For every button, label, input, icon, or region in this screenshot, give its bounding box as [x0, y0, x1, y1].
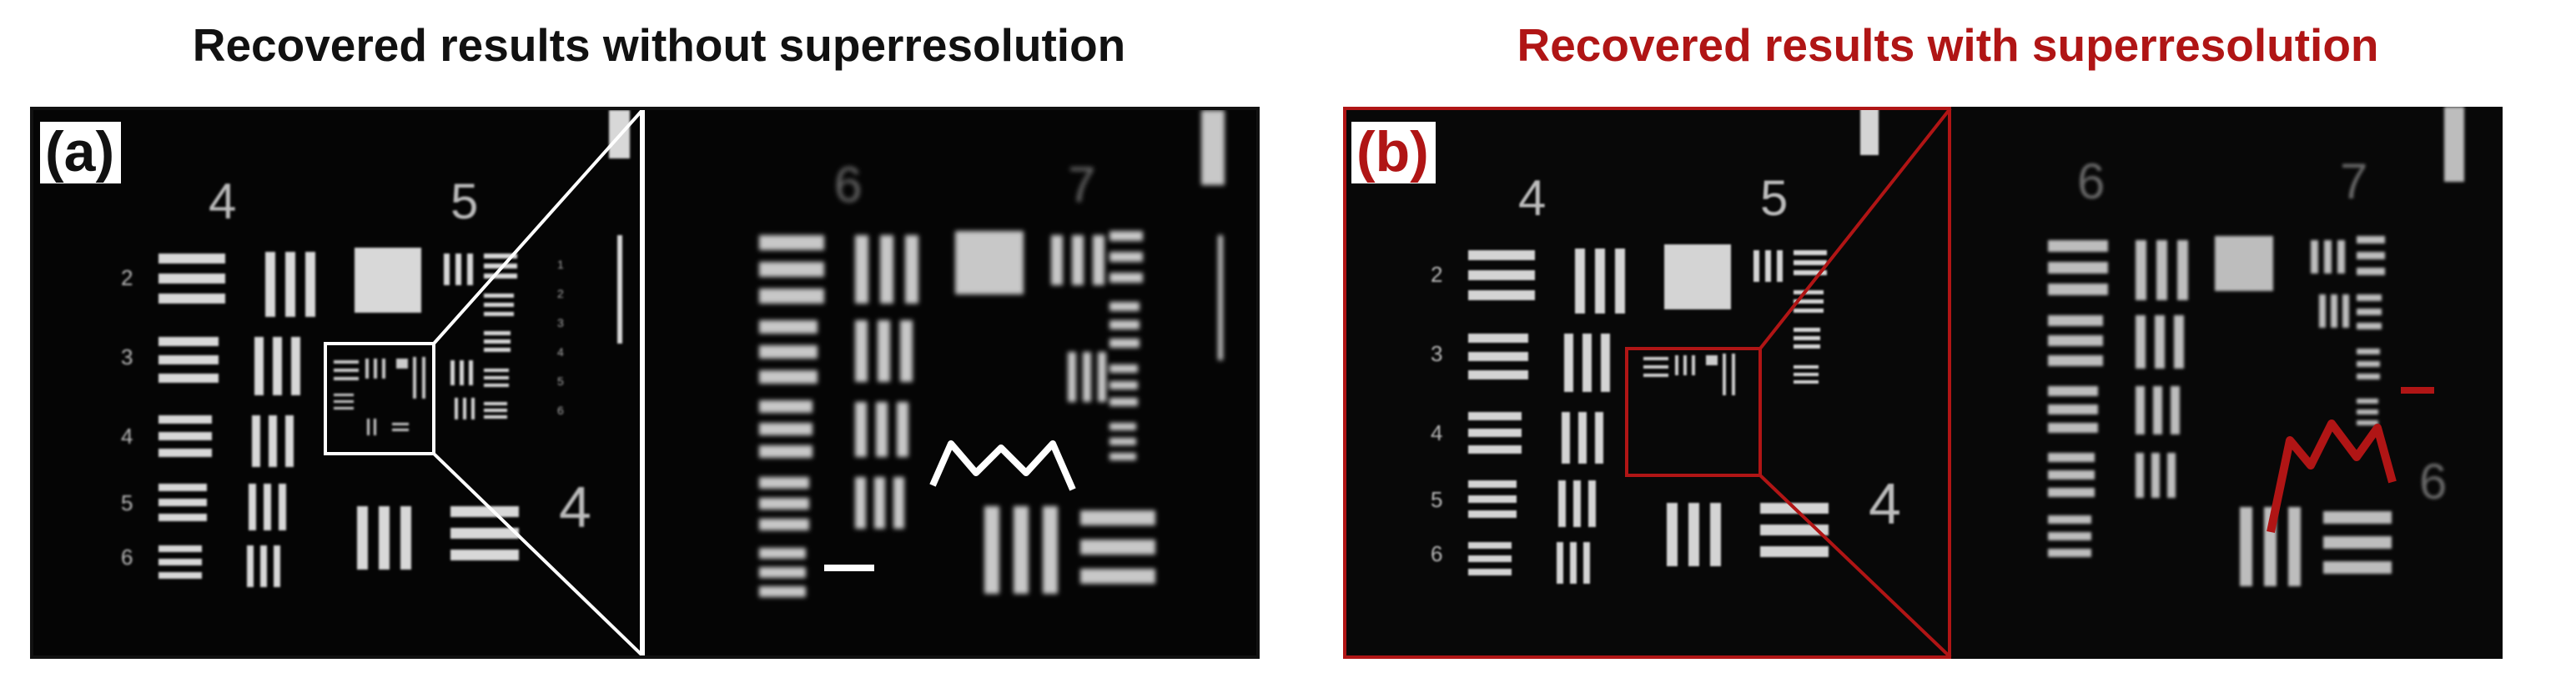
- element-label: 3: [1431, 341, 1442, 366]
- zoom-connector-line: [1758, 474, 1952, 659]
- element-label: 5: [557, 374, 564, 388]
- zoom-group-7-label: 7: [1068, 157, 1095, 213]
- zoom-group-6-lower-label: 6: [2419, 454, 2447, 510]
- intensity-profile-line: [2267, 419, 2397, 534]
- group-4-lower-label: 4: [1869, 471, 1901, 536]
- resolution-marker: [824, 565, 874, 571]
- panel-b-title: Recovered results with superresolution: [1517, 19, 2379, 71]
- element-label: 4: [557, 345, 564, 359]
- zoom-group-7-label: 7: [2340, 153, 2367, 209]
- group-5-label: 5: [1760, 170, 1788, 226]
- group-5-label: 5: [450, 173, 478, 229]
- element-label: 5: [1431, 487, 1442, 512]
- panel-a-label: (a): [40, 122, 122, 183]
- zoom-group-6-label: 6: [834, 157, 862, 213]
- panel-b-svg: 4 5 4 2 3 4 5 6: [1343, 107, 2503, 659]
- element-label: 2: [1431, 262, 1442, 287]
- resolution-marker: [2401, 387, 2434, 394]
- element-label: 5: [121, 490, 133, 515]
- panel-b-target-main: 4 5 4 2 3 4 5 6: [1431, 107, 1901, 584]
- group-4-label: 4: [1518, 170, 1546, 226]
- zoom-connector-line: [432, 452, 644, 655]
- panel-a-target-main: 4 5 4 2 3 4 5 6 1 2 3 4 5 6: [121, 110, 630, 587]
- zoom-connector-line: [432, 110, 644, 345]
- zoom-region-box: [1625, 347, 1762, 477]
- group-4-lower-label: 4: [559, 475, 591, 540]
- panel-b-main-border: [1343, 107, 1951, 659]
- intensity-profile-line: [929, 440, 1076, 491]
- group-4-label: 4: [209, 173, 236, 229]
- panel-a-zoom-view: 6 7: [759, 110, 1225, 597]
- panel-b-label: (b): [1351, 122, 1436, 183]
- zoom-group-6-label: 6: [2077, 153, 2105, 209]
- element-label: 1: [557, 258, 564, 271]
- element-label: 6: [121, 545, 133, 570]
- element-label: 2: [557, 287, 564, 300]
- element-label: 6: [557, 404, 564, 417]
- element-label: 3: [121, 344, 133, 369]
- element-label: 4: [121, 424, 133, 449]
- zoom-connector-line: [1758, 107, 1952, 350]
- zoom-region-box: [324, 342, 435, 455]
- element-label: 6: [1431, 541, 1442, 566]
- panel-a-svg: 4 5 4 2 3 4 5 6 1 2 3 4 5 6: [121, 110, 1225, 655]
- element-label: 4: [1431, 420, 1442, 445]
- element-label: 3: [557, 316, 564, 329]
- element-label: 2: [121, 265, 133, 290]
- panel-b-zoom-view: 6 7 6: [2048, 107, 2464, 586]
- panel-a-figure: 4 5 4 2 3 4 5 6 1 2 3 4 5 6: [30, 107, 1260, 659]
- panel-a-title: Recovered results without superresolutio…: [192, 19, 1126, 71]
- panel-b-figure: 4 5 4 2 3 4 5 6: [1343, 107, 2503, 659]
